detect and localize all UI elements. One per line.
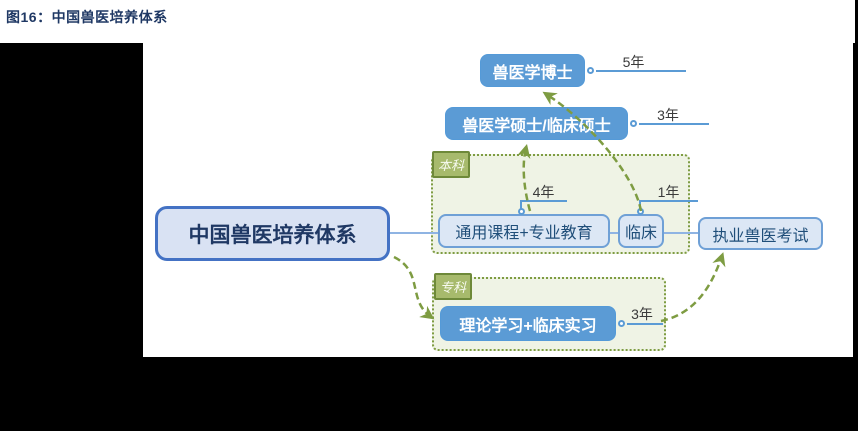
node-theory: 理论学习+临床实习 — [440, 306, 616, 341]
duration-master: 3年 — [657, 107, 679, 123]
root-node: 中国兽医培养体系 — [155, 206, 390, 261]
branch-dot-doctor — [587, 67, 594, 74]
node-theory-label: 理论学习+临床实习 — [459, 317, 597, 335]
node-master: 兽医学硕士/临床硕士 — [445, 107, 628, 140]
connector-root-course — [390, 232, 438, 234]
duration-stub-clinical — [639, 202, 641, 210]
node-exam: 执业兽医考试 — [698, 217, 823, 250]
duration-line-course — [520, 200, 567, 202]
node-course-label: 通用课程+专业教育 — [455, 225, 593, 242]
node-master-label: 兽医学硕士/临床硕士 — [462, 117, 611, 135]
duration-line-clinical — [639, 200, 698, 202]
branch-dot-theory — [618, 320, 625, 327]
group-label-undergraduate: 本科 — [432, 151, 470, 178]
branch-dot-master — [630, 120, 637, 127]
duration-line-master — [639, 123, 709, 125]
duration-course: 4年 — [532, 184, 555, 200]
node-exam-label: 执业兽医考试 — [712, 227, 809, 245]
node-doctor-label: 兽医学博士 — [492, 64, 573, 82]
duration-theory: 3年 — [631, 306, 653, 322]
connector-clinical-exam — [664, 232, 698, 234]
connector-course-clinical — [610, 232, 618, 234]
duration-stub-course — [520, 202, 522, 210]
duration-clinical: 1年 — [657, 184, 680, 200]
node-course: 通用课程+专业教育 — [438, 214, 610, 248]
duration-doctor: 5年 — [622, 54, 645, 70]
figure-title: 图16：中国兽医培养体系 — [6, 9, 168, 25]
node-doctor: 兽医学博士 — [480, 54, 585, 87]
node-clinical-label: 临床 — [624, 225, 657, 242]
node-clinical: 临床 — [618, 214, 664, 248]
group-label-college: 专科 — [434, 273, 472, 300]
root-node-label: 中国兽医培养体系 — [188, 223, 357, 247]
duration-line-theory — [627, 323, 663, 325]
title-strip — [0, 0, 855, 43]
group-college-text: 专科 — [439, 280, 466, 295]
group-undergraduate-text: 本科 — [437, 158, 464, 173]
duration-line-doctor — [596, 70, 686, 72]
